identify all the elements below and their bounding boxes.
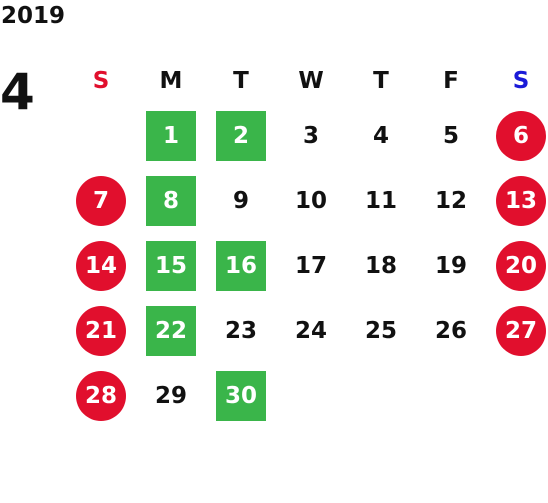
day-cell: 20 (486, 233, 548, 298)
day-cell: 11 (346, 168, 416, 233)
weekday-header-row: S M T W T F S (66, 58, 548, 103)
day-cell: 1 (136, 103, 206, 168)
weekday-tuesday: T (233, 67, 249, 94)
day-holiday-circle: 6 (496, 110, 546, 161)
day-number: 17 (294, 252, 327, 279)
day-highlight-square: 30 (216, 370, 266, 421)
day-cell: 21 (66, 298, 136, 363)
day-number: 26 (434, 317, 467, 344)
weekday-saturday: S (512, 67, 530, 94)
day-number: 19 (434, 252, 467, 279)
day-cell: 25 (346, 298, 416, 363)
day-number: 3 (302, 122, 319, 149)
day-highlight-square: 22 (146, 305, 196, 356)
day-cell: 23 (206, 298, 276, 363)
weekday-sunday: S (92, 67, 110, 94)
day-number: 23 (224, 317, 257, 344)
day-cell: 9 (206, 168, 276, 233)
day-cell (346, 363, 416, 428)
day-cell: 14 (66, 233, 136, 298)
day-holiday-circle: 14 (76, 240, 126, 291)
day-cell: 17 (276, 233, 346, 298)
day-holiday-circle: 13 (496, 175, 546, 226)
day-cell (276, 363, 346, 428)
day-cell: 19 (416, 233, 486, 298)
day-number: 29 (154, 382, 187, 409)
day-number: 4 (372, 122, 389, 149)
day-highlight-square: 15 (146, 240, 196, 291)
day-number: 12 (434, 187, 467, 214)
week-row: 14 15 16 17 18 19 20 (66, 233, 548, 298)
weekday-thursday: T (373, 67, 389, 94)
day-cell: 6 (486, 103, 548, 168)
weekday-friday: F (443, 67, 459, 94)
day-cell: 8 (136, 168, 206, 233)
day-number: 9 (232, 187, 249, 214)
day-cell: 7 (66, 168, 136, 233)
day-cell: 12 (416, 168, 486, 233)
year-label: 2019 (1, 3, 66, 29)
day-number: 11 (364, 187, 397, 214)
day-cell: 2 (206, 103, 276, 168)
month-number: 4 (0, 63, 35, 121)
day-number: 5 (442, 122, 459, 149)
day-holiday-circle: 27 (496, 305, 546, 356)
day-cell: 28 (66, 363, 136, 428)
day-cell (486, 363, 548, 428)
day-cell: 15 (136, 233, 206, 298)
day-holiday-circle: 28 (76, 370, 126, 421)
day-number: 10 (294, 187, 327, 214)
week-row: 28 29 30 (66, 363, 548, 428)
day-highlight-square: 16 (216, 240, 266, 291)
day-cell: 27 (486, 298, 548, 363)
week-row: 21 22 23 24 25 26 27 (66, 298, 548, 363)
day-cell (66, 103, 136, 168)
day-cell: 3 (276, 103, 346, 168)
day-cell: 22 (136, 298, 206, 363)
day-highlight-square: 2 (216, 110, 266, 161)
day-cell: 30 (206, 363, 276, 428)
day-highlight-square: 1 (146, 110, 196, 161)
day-cell: 29 (136, 363, 206, 428)
day-cell (416, 363, 486, 428)
day-holiday-circle: 21 (76, 305, 126, 356)
day-cell: 4 (346, 103, 416, 168)
day-holiday-circle: 7 (76, 175, 126, 226)
day-number: 25 (364, 317, 397, 344)
day-highlight-square: 8 (146, 175, 196, 226)
day-cell: 26 (416, 298, 486, 363)
weekday-wednesday: W (298, 67, 324, 94)
day-cell: 5 (416, 103, 486, 168)
day-cell: 13 (486, 168, 548, 233)
day-cell: 16 (206, 233, 276, 298)
day-number: 18 (364, 252, 397, 279)
day-cell: 10 (276, 168, 346, 233)
day-holiday-circle: 20 (496, 240, 546, 291)
weekday-monday: M (159, 67, 183, 94)
day-cell: 18 (346, 233, 416, 298)
day-cell: 24 (276, 298, 346, 363)
day-number: 24 (294, 317, 327, 344)
